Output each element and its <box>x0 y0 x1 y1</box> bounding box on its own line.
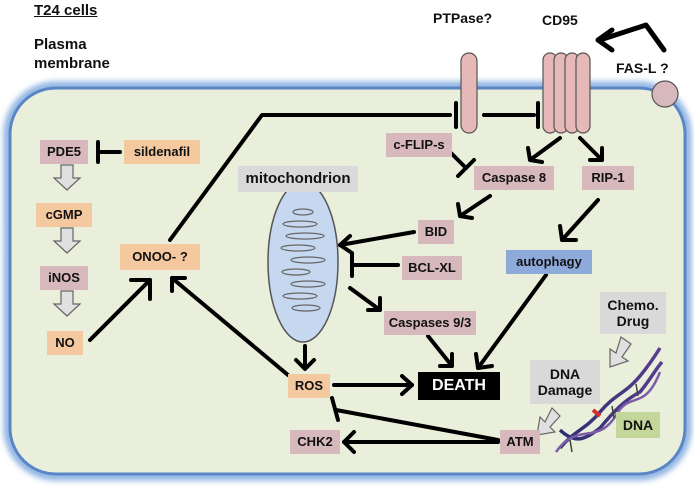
cgmp-box: cGMP <box>36 203 92 227</box>
mitochondrion-organelle <box>267 181 339 343</box>
ptpase-receptor <box>460 52 478 134</box>
sildenafil-box: sildenafil <box>124 140 200 164</box>
caspases93-box: Caspases 9/3 <box>384 311 476 335</box>
bclxl-box: BCL-XL <box>402 256 462 280</box>
chemo-drug-box: Chemo. Drug <box>600 292 666 334</box>
caspase8-box: Caspase 8 <box>474 166 554 190</box>
chk2-box: CHK2 <box>290 430 340 454</box>
dna-label: DNA <box>616 412 660 438</box>
autophagy-box: autophagy <box>506 250 592 274</box>
cd95-receptor <box>542 52 591 134</box>
death-box: DEATH <box>418 372 500 400</box>
fasl-arrow <box>595 22 667 53</box>
dna-damage-box: DNA Damage <box>530 360 600 404</box>
fasl-ligand <box>651 80 679 108</box>
cell-membrane-glow <box>3 81 692 481</box>
pde5-box: PDE5 <box>40 140 88 164</box>
inos-box: iNOS <box>40 266 88 290</box>
plasma-membrane-label: Plasma membrane <box>34 36 110 72</box>
rip1-box: RIP-1 <box>582 166 634 190</box>
cflip-box: c-FLIP-s <box>386 133 452 157</box>
cell-body <box>8 86 687 476</box>
cd95-label: CD95 <box>542 12 578 28</box>
atm-box: ATM <box>500 430 540 454</box>
no-box: NO <box>47 331 83 355</box>
pathway-arrows <box>88 101 604 454</box>
ros-box: ROS <box>288 374 330 398</box>
fasl-label: FAS-L ? <box>616 60 669 76</box>
mitochondrion-label: mitochondrion <box>238 166 358 192</box>
ptpase-label: PTPase? <box>433 10 493 26</box>
onoo-box: ONOO- ? <box>120 244 200 270</box>
gray-arrows <box>52 164 632 436</box>
bid-box: BID <box>418 220 454 244</box>
cell-line-label: T24 cells <box>34 2 98 19</box>
